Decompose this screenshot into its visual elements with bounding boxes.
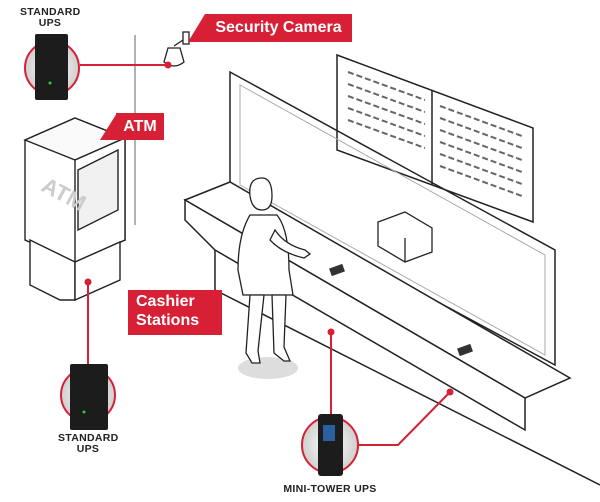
customer-figure [237,177,312,379]
connector-dots [84,61,454,396]
caption-line: UPS [76,443,100,455]
security-camera-label: Security Camera [205,14,352,42]
label-line: Stations [136,312,200,329]
caption-line: STANDARD [20,6,81,18]
atm-machine: ATM [23,117,127,302]
security-camera-device [163,31,190,67]
card-terminal [457,343,473,357]
caption-line: STANDARD [58,432,119,444]
glass-partition [229,70,556,367]
atm-label: ATM [116,113,164,140]
card-terminal [329,263,345,277]
connector-lines [80,64,451,446]
standard-ups-bottom [60,364,116,430]
caption-line: UPS [38,17,62,29]
cashier-stations-label: Cashier Stations [128,290,222,335]
standard-ups-top [24,34,80,100]
display-board [336,53,534,224]
cash-register [377,211,433,263]
label-line: Cashier [136,293,195,310]
standard-ups-bottom-caption: STANDARD UPS [58,433,118,455]
mini-tower-ups [301,414,359,476]
standard-ups-top-caption: STANDARD UPS [20,7,80,29]
mini-tower-ups-caption: MINI-TOWER UPS [283,483,377,495]
